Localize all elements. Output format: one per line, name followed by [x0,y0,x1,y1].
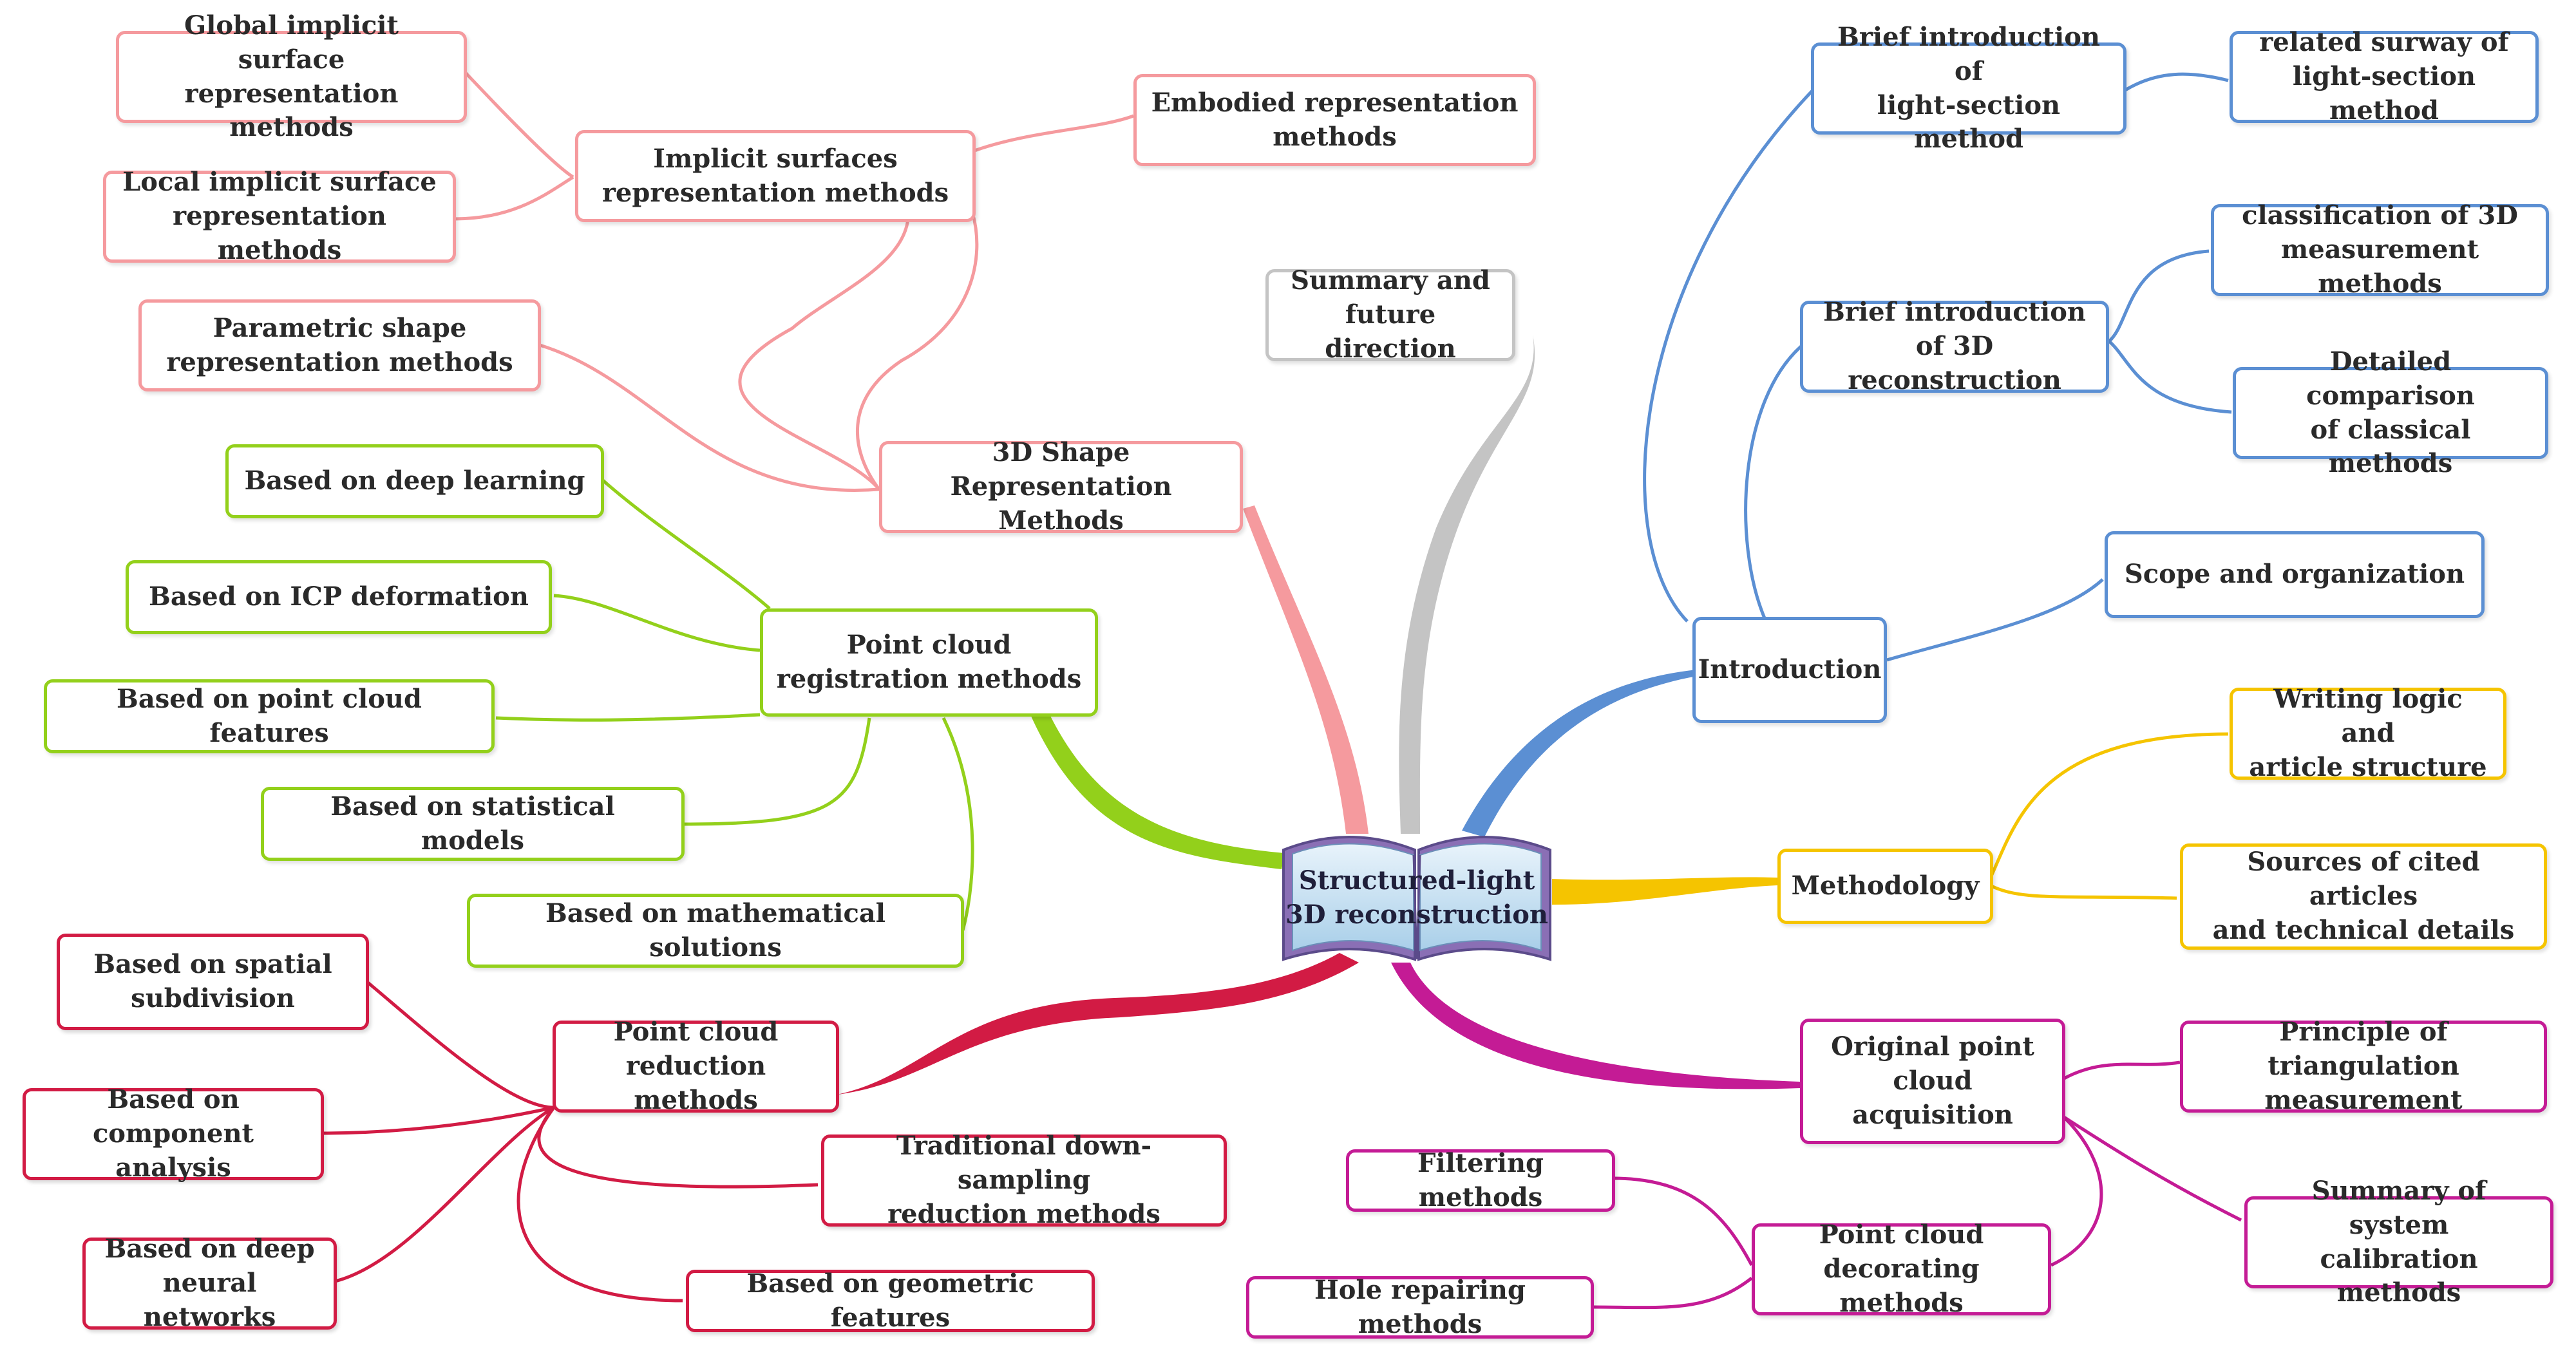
node-point-cloud-acquisition[interactable]: Original point cloud acquisition [1800,1019,2065,1144]
node-deep-neural-networks[interactable]: Based on deep neural networks [82,1234,337,1332]
branch-summary-connector [1399,335,1535,834]
node-methodology[interactable]: Methodology [1777,849,1993,924]
shape-subconnectors [453,70,1134,492]
node-point-cloud-registration[interactable]: Point cloud registration methods [760,608,1098,717]
node-hole-repairing[interactable]: Hole repairing methods [1246,1275,1594,1339]
acquisition-subconnectors [1593,1060,2242,1310]
node-mathematical-solutions[interactable]: Based on mathematical solutions [467,894,964,968]
branch-reduction-connector [837,953,1359,1095]
node-global-implicit-surface[interactable]: Global implicit surface representation m… [116,10,467,142]
branch-shape-connector [1243,505,1368,834]
node-introduction[interactable]: Introduction [1692,617,1887,723]
branch-acquisition-connector [1391,963,1800,1089]
node-spatial-subdivision[interactable]: Based on spatial subdivision [57,934,369,1030]
node-scope-organization[interactable]: Scope and organization [2105,531,2485,618]
node-deep-learning[interactable]: Based on deep learning [225,444,604,518]
branch-registration-connector [1030,715,1285,869]
node-geometric-features[interactable]: Based on geometric features [686,1268,1095,1333]
node-3d-shape-representation[interactable]: 3D Shape Representation Methods [879,437,1243,536]
node-summary-future-direction[interactable]: Summary and future direction [1265,265,1515,364]
node-statistical-models[interactable]: Based on statistical models [261,787,685,861]
node-traditional-downsampling[interactable]: Traditional down-sampling reduction meth… [821,1131,1227,1229]
introduction-subconnectors [1643,72,2232,662]
node-calibration-summary[interactable]: Summary of system calibration methods [2244,1176,2553,1308]
node-component-analysis[interactable]: Based on component analysis [23,1084,324,1183]
node-light-section-intro[interactable]: Brief introduction of light-section meth… [1811,22,2126,154]
branch-introduction-connector [1462,670,1697,837]
node-writing-logic[interactable]: Writing logic and article structure [2230,684,2506,782]
center-topic[interactable]: Structured-light 3D reconstruction [1278,824,1555,966]
node-3d-reconstruction-intro[interactable]: Brief introduction of 3D reconstruction [1800,297,2109,395]
branch-methodology-connector [1552,877,1777,905]
node-embodied-representation[interactable]: Embodied representation methods [1133,74,1536,166]
node-classification-3d[interactable]: classification of 3D measurement methods [2211,200,2549,299]
node-parametric-shape[interactable]: Parametric shape representation methods [138,299,541,391]
node-implicit-surfaces[interactable]: Implicit surfaces representation methods [575,130,976,222]
book-icon [1282,836,1551,961]
node-point-cloud-decorating[interactable]: Point cloud decorating methods [1752,1219,2051,1318]
methodology-subconnectors [1988,732,2229,900]
node-local-implicit-surface[interactable]: Local implicit surface representation me… [103,167,456,265]
node-filtering-methods[interactable]: Filtering methods [1346,1148,1615,1212]
node-classical-comparison[interactable]: Detailed comparison of classical methods [2233,346,2548,478]
node-light-section-survey[interactable]: related surway of light-section method [2230,27,2539,126]
reduction-subconnectors [321,981,819,1303]
registration-subconnectors [495,478,974,931]
node-icp-deformation[interactable]: Based on ICP deformation [126,560,552,634]
node-point-cloud-features[interactable]: Based on point cloud features [44,679,495,753]
node-point-cloud-reduction[interactable]: Point cloud reduction methods [553,1017,839,1115]
center-topic-label: Structured-light 3D reconstruction [1285,865,1549,930]
node-cited-sources[interactable]: Sources of cited articles and technical … [2180,843,2547,950]
node-triangulation-principle[interactable]: Principle of triangulation measurement [2180,1017,2547,1115]
